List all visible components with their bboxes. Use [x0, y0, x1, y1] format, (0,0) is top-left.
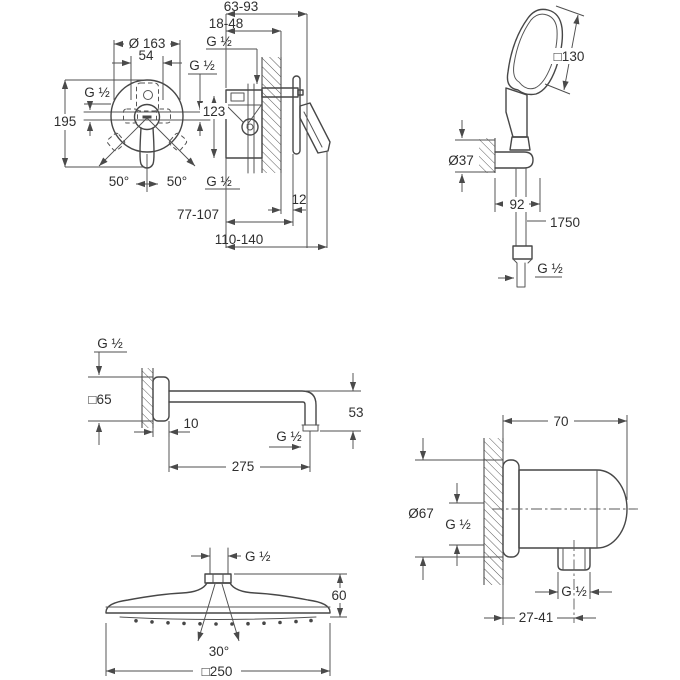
dim-hand-shower-hose-length: 1750 [550, 215, 580, 230]
dim-arm-wall-inset: 10 [183, 416, 198, 431]
dim-hand-shower-head-size: □130 [554, 49, 585, 64]
dim-union-thread-inlet: G ½ [445, 517, 471, 532]
dim-hand-shower-bracket-offset: 92 [509, 197, 524, 212]
dim-mixer-front-diameter: Ø 163 [129, 36, 166, 51]
dim-arm-thread-wall: G ½ [97, 336, 123, 351]
dim-hand-shower-thread: G ½ [537, 261, 563, 276]
dim-hand-shower-holder-dia: Ø37 [448, 153, 474, 168]
dim-mixer-side-thread-top: G ½ [206, 34, 232, 49]
dim-mixer-side-depth-range: 63-93 [224, 0, 259, 14]
mixer-front-view: Ø 163 54 G ½ G ½ 195 50° 50° [50, 36, 217, 192]
dim-mixer-front-width: 54 [138, 48, 154, 63]
dim-arm-drop: 53 [348, 405, 363, 420]
dim-arm-length: 275 [232, 459, 255, 474]
dim-mixer-front-angle-right: 50° [167, 174, 187, 189]
dim-mixer-side-inset-range: 18-48 [209, 16, 244, 31]
hand-shower-view: □130 Ø37 92 1750 G ½ [448, 5, 592, 288]
head-shower-view: G ½ 60 30° □250 [105, 547, 351, 679]
dim-head-shower-spray-angle: 30° [209, 644, 229, 659]
dim-mixer-front-angle-left: 50° [109, 174, 129, 189]
dim-head-shower-thread: G ½ [245, 549, 271, 564]
dim-mixer-front-thread-right: G ½ [189, 58, 215, 73]
dim-union-thread-outlet: G ½ [561, 584, 587, 599]
dim-mixer-side-plate-gap: 12 [291, 192, 306, 207]
dim-mixer-side-height: 123 [203, 104, 226, 119]
dim-union-depth: 70 [553, 414, 568, 429]
dim-mixer-side-range-inner: 77-107 [177, 207, 219, 222]
dim-mixer-side-range-outer: 110-140 [215, 232, 264, 247]
dim-arm-flange-size: □65 [88, 392, 111, 407]
dim-mixer-front-height: 195 [54, 114, 77, 129]
dim-arm-thread-outlet: G ½ [276, 429, 302, 444]
dim-mixer-side-thread-bottom: G ½ [206, 174, 232, 189]
mixer-side-view: 63-93 18-48 G ½ 123 G ½ 12 77-107 110-14… [177, 0, 331, 251]
shower-arm-view: G ½ □65 10 53 G ½ 275 [88, 336, 364, 474]
dim-union-offset-range: 27-41 [519, 610, 554, 625]
dim-union-flange-dia: Ø67 [408, 506, 434, 521]
dim-mixer-front-thread-left: G ½ [84, 85, 110, 100]
dim-head-shower-width: □250 [202, 664, 233, 679]
dim-head-shower-height: 60 [331, 588, 346, 603]
wall-union-view: 70 Ø67 G ½ G ½ 27-41 [408, 413, 638, 625]
